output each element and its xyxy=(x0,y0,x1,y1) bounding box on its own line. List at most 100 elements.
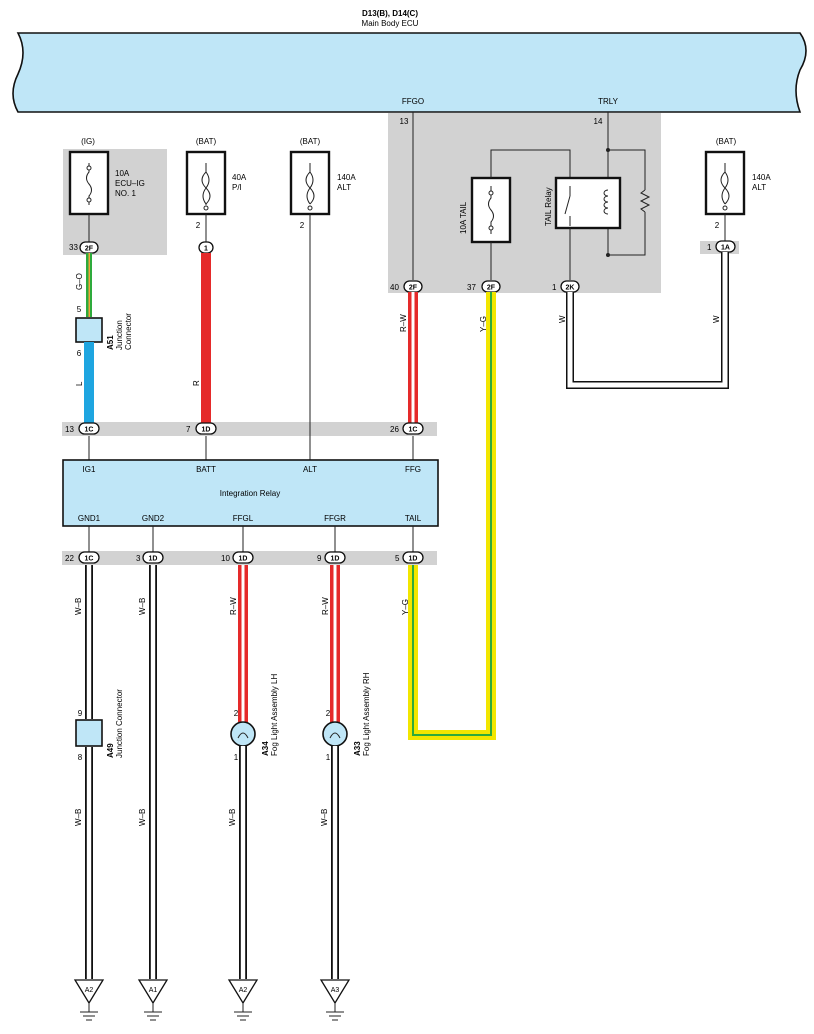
fuse-element xyxy=(86,163,92,205)
a34-pin-bottom: 1 xyxy=(234,753,239,762)
svg-text:40: 40 xyxy=(390,283,399,292)
wire-w-b-4: W–B xyxy=(138,809,147,826)
svg-text:A3: A3 xyxy=(331,987,340,994)
fuse-ecu-ig-name2: NO. 1 xyxy=(115,189,136,198)
svg-text:2F: 2F xyxy=(409,285,418,292)
relay-pin-ffgl: FFGL xyxy=(233,514,254,523)
fuse-ecu-ig-source: (IG) xyxy=(81,137,95,146)
svg-text:37: 37 xyxy=(467,283,476,292)
wire-r xyxy=(201,253,211,423)
connector-2f-37: 37 2F xyxy=(467,280,501,293)
connector-2k-1: 1 2K xyxy=(552,280,580,293)
svg-text:1: 1 xyxy=(204,246,208,253)
a33-code: A33 xyxy=(353,741,362,756)
pin-trly-num: 14 xyxy=(594,117,603,126)
fuse-pi-source: (BAT) xyxy=(196,137,217,146)
wire-l-label: L xyxy=(75,381,84,386)
svg-text:1C: 1C xyxy=(409,427,418,434)
fuse-alt2-rating: 140A xyxy=(752,173,771,182)
wire-w-b-5: W–B xyxy=(228,809,237,826)
svg-text:26: 26 xyxy=(390,425,399,434)
svg-text:2F: 2F xyxy=(85,246,94,253)
svg-text:A2: A2 xyxy=(85,987,94,994)
relay-pin-batt: BATT xyxy=(196,465,216,474)
a51-pin-bottom: 6 xyxy=(77,349,82,358)
a33-pin-bottom: 1 xyxy=(326,753,331,762)
svg-text:1D: 1D xyxy=(331,556,340,563)
main-body-ecu xyxy=(12,32,807,113)
connector-2f-33: 33 2F xyxy=(69,241,99,254)
connector-1a-1: 1 1A xyxy=(707,240,736,253)
relay-pin-gnd2: GND2 xyxy=(142,514,165,523)
wire-w-b-1: W–B xyxy=(74,598,83,615)
fuse-alt xyxy=(289,150,331,216)
a51-junction-connector xyxy=(75,317,103,343)
fuse-pi-pin: 2 xyxy=(196,221,201,230)
ground-a1: A1 xyxy=(137,979,169,1021)
tail-relay-name: TAIL Relay xyxy=(544,187,553,226)
integration-relay xyxy=(62,459,439,527)
svg-text:2F: 2F xyxy=(487,285,496,292)
svg-text:9: 9 xyxy=(317,554,322,563)
wire-g-o-label: G–O xyxy=(75,273,84,290)
fuse-alt-rating: 140A xyxy=(337,173,356,182)
wire-r-w-top-label: R–W xyxy=(399,314,408,332)
tail-relay xyxy=(554,176,622,230)
connector-1d-7: 7 1D xyxy=(186,422,217,435)
a49-pin-top: 9 xyxy=(78,709,83,718)
connector-1c-22: 22 1C xyxy=(65,551,100,564)
fuse-alt-name: ALT xyxy=(337,183,351,192)
svg-text:1D: 1D xyxy=(149,556,158,563)
connector-1d-9: 9 1D xyxy=(317,551,346,564)
fuse-tail-name: 10A TAIL xyxy=(459,201,468,234)
svg-text:5: 5 xyxy=(395,554,400,563)
relay-pin-alt: ALT xyxy=(303,465,317,474)
wire-y-g-bottom-label: Y–G xyxy=(401,599,410,615)
wire-w-left-label: W xyxy=(558,315,567,323)
a51-code: A51 xyxy=(106,335,115,350)
a34-pin-top: 2 xyxy=(234,709,239,718)
fuse-alt2-pin: 2 xyxy=(715,221,720,230)
wire-w-b-6: W–B xyxy=(320,809,329,826)
connector-1d-3: 3 1D xyxy=(136,551,164,564)
connector-1c-26: 26 1C xyxy=(390,422,424,435)
wire-w-b-fog-lh xyxy=(239,746,247,979)
relay-pin-gnd1: GND1 xyxy=(78,514,101,523)
wire-r-w-fr-label: R–W xyxy=(321,597,330,615)
a33-pin-top: 2 xyxy=(326,709,331,718)
ground-a2-1: A2 xyxy=(73,979,105,1021)
svg-text:10: 10 xyxy=(221,554,230,563)
relay-pin-ffgr: FFGR xyxy=(324,514,346,523)
svg-text:1D: 1D xyxy=(409,556,418,563)
a49-junction-connector xyxy=(75,719,103,747)
ecu-title: D13(B), D14(C) xyxy=(362,9,418,18)
a34-code: A34 xyxy=(261,741,270,756)
a51-name1: Junction xyxy=(115,320,124,350)
svg-text:22: 22 xyxy=(65,554,74,563)
fuse-alt2-source: (BAT) xyxy=(716,137,737,146)
pin-ffgo-num: 13 xyxy=(400,117,409,126)
fuse-alt-source: (BAT) xyxy=(300,137,321,146)
connector-1d-5: 5 1D xyxy=(395,551,424,564)
wire-l xyxy=(84,342,94,423)
wire-w-right-label: W xyxy=(712,315,721,323)
svg-text:1C: 1C xyxy=(85,556,94,563)
a49-code: A49 xyxy=(106,743,115,758)
connector-1d-10: 10 1D xyxy=(221,551,254,564)
fuse-ecu-ig-name1: ECU–IG xyxy=(115,179,145,188)
wire-r-w-fl-label: R–W xyxy=(229,597,238,615)
wire-w-b-gnd1 xyxy=(85,565,93,979)
fuse-pi-rating: 40A xyxy=(232,173,247,182)
svg-text:A2: A2 xyxy=(239,987,248,994)
fuse-alt2 xyxy=(704,150,746,216)
relay-name: Integration Relay xyxy=(220,489,280,498)
ecu-subtitle: Main Body ECU xyxy=(362,19,419,28)
wire-r-label: R xyxy=(192,380,201,386)
svg-text:13: 13 xyxy=(65,425,74,434)
connector-2f-40: 40 2F xyxy=(390,280,423,293)
ground-a3: A3 xyxy=(319,979,351,1021)
fuse-alt2-name: ALT xyxy=(752,183,766,192)
fuse-ecu-ig-rating: 10A xyxy=(115,169,130,178)
fuse-alt-pin: 2 xyxy=(300,221,305,230)
